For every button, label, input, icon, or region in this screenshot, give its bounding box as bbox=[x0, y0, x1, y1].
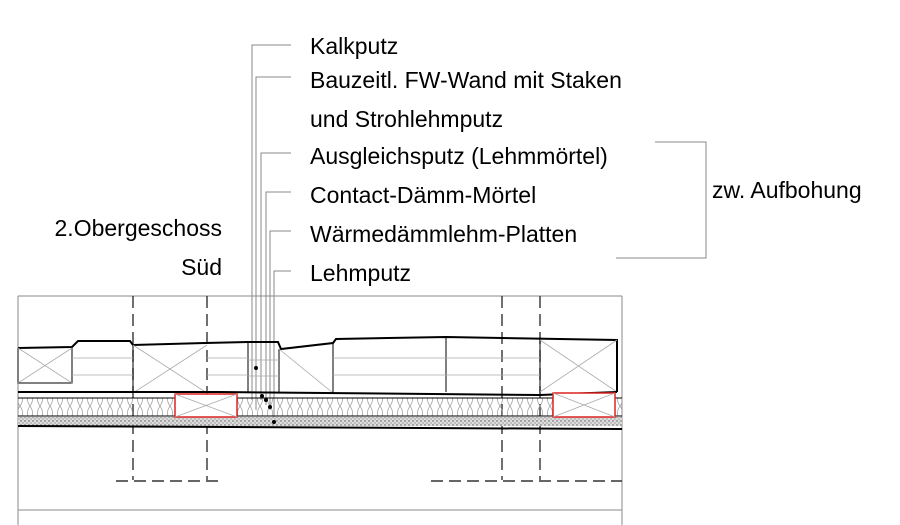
label-ausgleichsputz: Ausgleichsputz (Lehmmörtel) bbox=[310, 143, 608, 169]
dashed-axis-lines bbox=[116, 296, 622, 482]
red-timber-member-right bbox=[552, 392, 616, 418]
label-contact-daemm-moertel: Contact-Dämm-Mörtel bbox=[310, 182, 536, 208]
timber-frame-wall bbox=[17, 335, 618, 397]
label-kalkputz: Kalkputz bbox=[310, 33, 398, 59]
leader-dots bbox=[254, 366, 276, 424]
label-fw-wand: Bauzeitl. FW-Wand mit Staken bbox=[310, 67, 622, 93]
red-timber-member-left bbox=[174, 393, 238, 418]
leader-lines bbox=[251, 44, 291, 422]
bracket-label: zw. Aufbohung bbox=[712, 177, 862, 203]
plaster-layer bbox=[18, 417, 622, 426]
label-waermedaemmlehm-platten: Wärmedämmlehm-Platten bbox=[310, 221, 577, 247]
insulation-layer bbox=[18, 398, 622, 416]
label-strohlehmputz: und Strohlehmputz bbox=[310, 106, 503, 132]
floor-orientation: Süd bbox=[181, 254, 222, 280]
label-lehmputz: Lehmputz bbox=[310, 260, 411, 286]
bracket bbox=[616, 141, 707, 259]
floor-title: 2.Obergeschoss bbox=[55, 215, 222, 241]
